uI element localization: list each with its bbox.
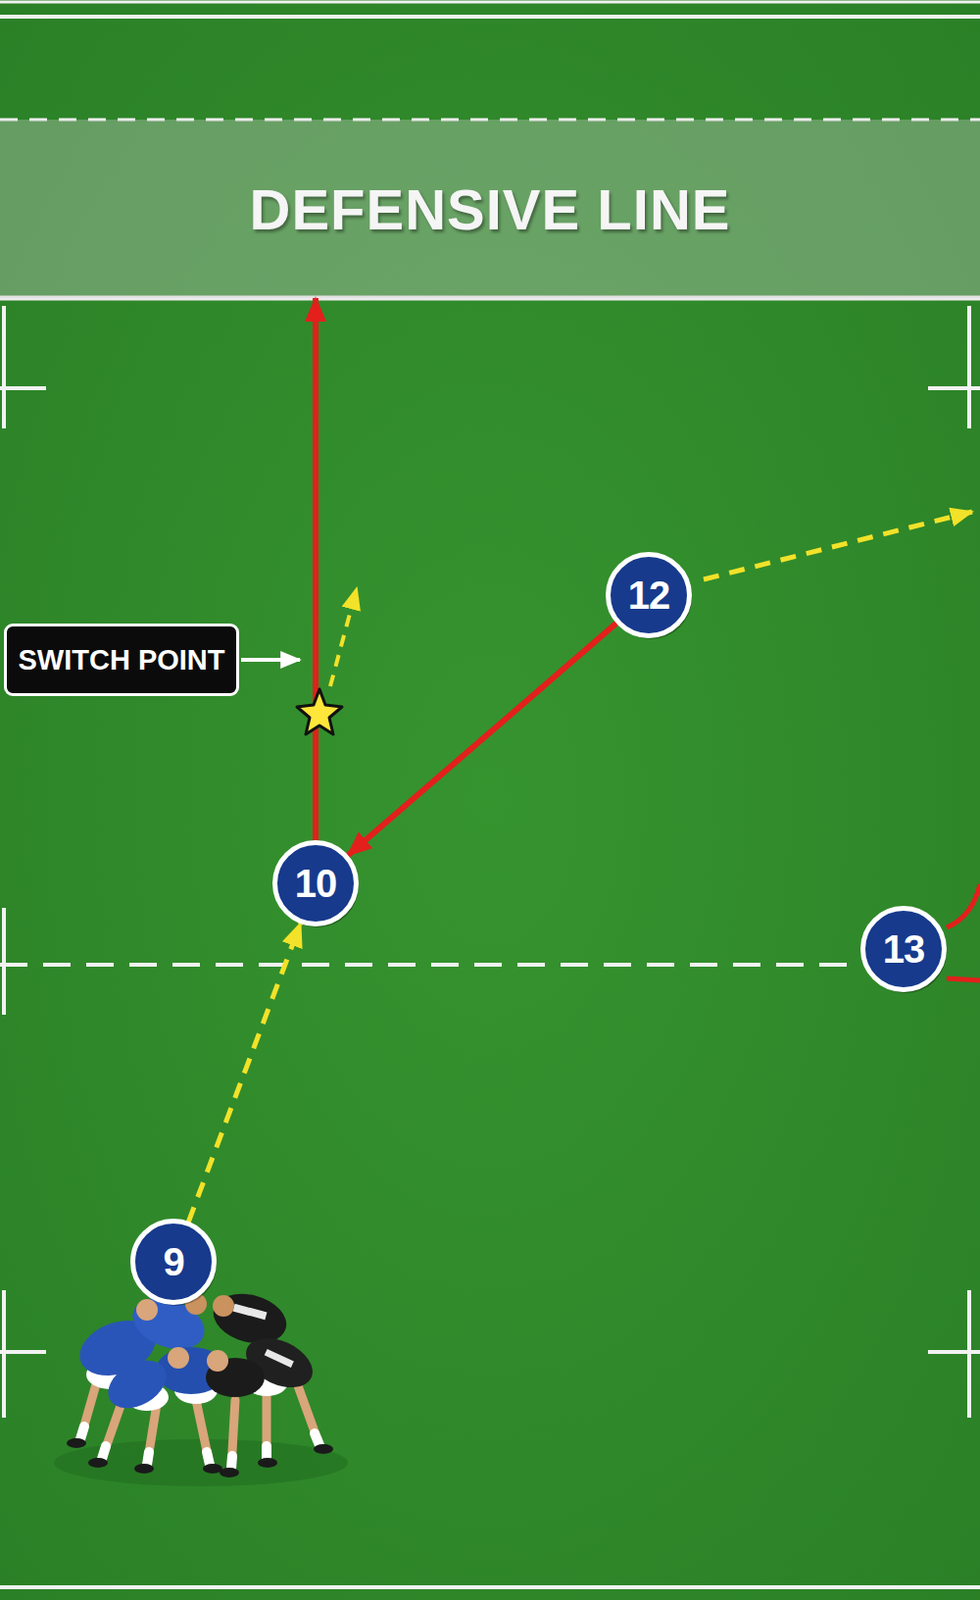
hash-mark: [0, 1349, 47, 1354]
player-head: [167, 1346, 190, 1369]
leg: [147, 1403, 157, 1465]
boot: [219, 1467, 240, 1477]
player-circle: 10: [271, 838, 360, 928]
node-label: SWITCH POINT: [17, 643, 225, 677]
run-line: [946, 978, 980, 980]
leg: [295, 1379, 320, 1445]
player-circle: 9: [129, 1217, 218, 1306]
sock: [314, 1432, 320, 1445]
switch-star: [296, 688, 343, 735]
pitch-line: [0, 0, 980, 4]
pass-line: [188, 923, 300, 1223]
leg: [101, 1399, 123, 1459]
pass-line: [330, 588, 357, 686]
blue-player: [99, 1350, 175, 1418]
player-number: 10: [294, 861, 338, 906]
hash-mark: [1, 907, 6, 1015]
hash-mark: [1, 305, 6, 429]
sock: [261, 1445, 272, 1459]
player-disc: [863, 908, 945, 990]
node-label: DEFENSIVE LINE: [249, 176, 732, 243]
player-circle: 12: [604, 550, 693, 639]
boot: [88, 1457, 108, 1468]
leader-arrow: [241, 657, 300, 662]
player-disc: [275, 842, 357, 925]
player-circle: 13: [859, 904, 948, 993]
boots: [66, 1437, 334, 1477]
player-number: 13: [882, 927, 926, 972]
callout-box: SWITCH POINT: [3, 623, 240, 696]
pass-line: [703, 511, 973, 580]
leg: [80, 1376, 98, 1439]
sock: [80, 1425, 85, 1439]
player-head: [206, 1349, 229, 1372]
player-disc: [133, 1221, 215, 1303]
player-number: 12: [628, 573, 671, 618]
run-line: [946, 883, 980, 928]
player-head: [212, 1294, 235, 1317]
player-number: 9: [162, 1239, 184, 1284]
sock: [147, 1451, 149, 1465]
player-disc: [608, 554, 690, 637]
pitch-line: [0, 14, 980, 19]
pitch-line: [0, 1584, 980, 1589]
boot: [134, 1463, 154, 1473]
jersey-band: [264, 1348, 294, 1368]
leg: [196, 1399, 210, 1465]
hash-mark: [0, 386, 47, 391]
leg: [231, 1399, 236, 1469]
defensive-line-band: DEFENSIVE LINE: [0, 119, 980, 298]
sock: [231, 1455, 233, 1469]
hash-mark: [928, 1349, 980, 1354]
hash-mark: [928, 386, 980, 391]
run-line: [347, 622, 617, 855]
sock: [101, 1445, 106, 1459]
dashed-line: [0, 962, 863, 967]
boot: [257, 1457, 278, 1468]
sock: [206, 1451, 210, 1465]
scrum-illustration: [53, 1285, 348, 1486]
jersey-band: [233, 1303, 268, 1321]
boot: [66, 1437, 87, 1448]
hash-mark: [967, 305, 972, 429]
player-head: [136, 1298, 158, 1321]
boot: [202, 1463, 223, 1473]
scrum-shadow: [53, 1438, 348, 1486]
run-line: [312, 297, 319, 841]
boot: [313, 1443, 334, 1454]
